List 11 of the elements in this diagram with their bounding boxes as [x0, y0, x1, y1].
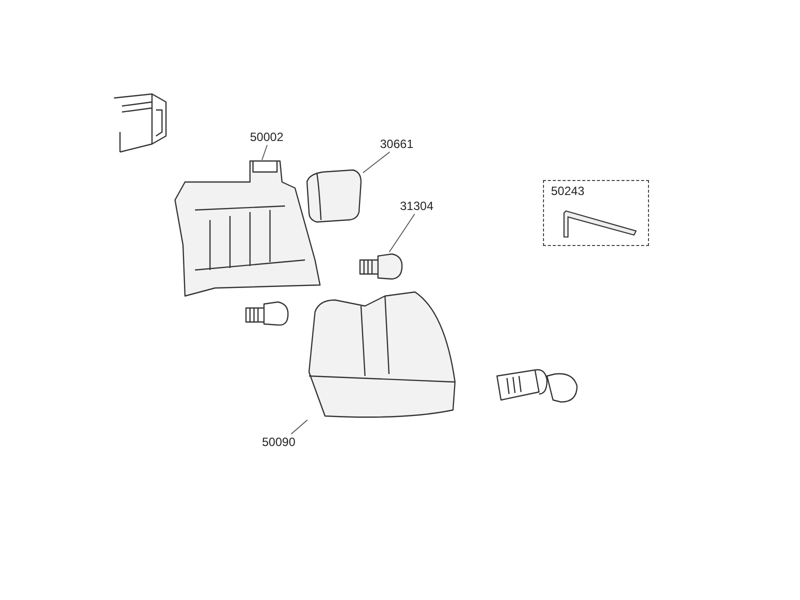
screw-drawing	[358, 252, 402, 280]
part-number: 50090	[262, 434, 296, 450]
part-number: 50002	[250, 129, 284, 145]
part-number: 30661	[380, 136, 414, 152]
dashed-frame	[543, 180, 649, 246]
leader-line	[262, 144, 268, 160]
leader-line	[290, 420, 308, 434]
part-number: 31304	[400, 198, 434, 214]
part-number: 50243	[551, 183, 584, 199]
leader-line	[388, 214, 416, 252]
leader-line	[362, 152, 390, 174]
